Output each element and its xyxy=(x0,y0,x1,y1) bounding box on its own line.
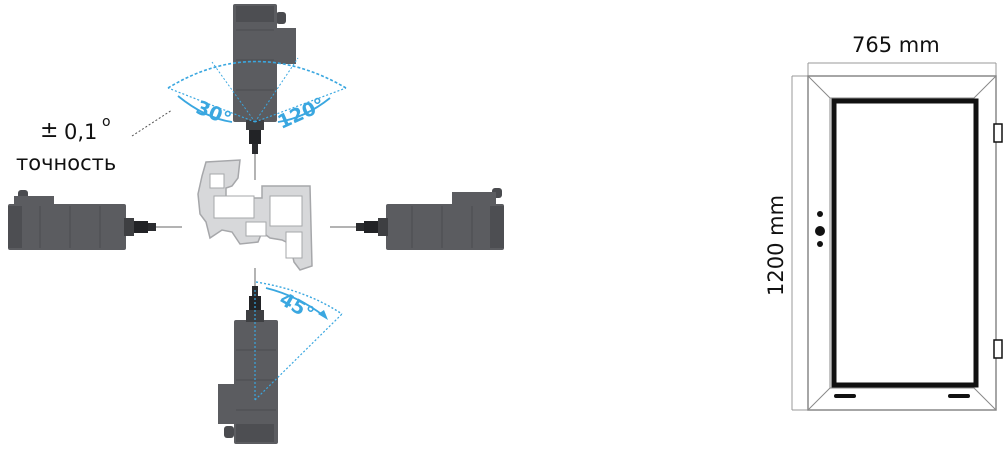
right-spindle-motor xyxy=(330,188,504,250)
bottom-spindle-motor xyxy=(218,268,278,444)
accuracy-value: 0,1 xyxy=(64,120,97,144)
width-dimension-label: 765 mm xyxy=(852,33,940,57)
height-dimension-label: 1200 mm xyxy=(764,195,788,296)
angle-30-label: 30° xyxy=(193,97,235,131)
window-elevation xyxy=(791,62,1003,411)
accuracy-degree: o xyxy=(102,114,111,130)
accuracy-caption: точность xyxy=(16,151,116,175)
handle-dot-bottom xyxy=(817,241,823,247)
handle-knob xyxy=(815,226,825,236)
left-spindle-motor xyxy=(8,190,182,250)
hinge-top-icon xyxy=(993,123,1003,143)
hinge-bottom-icon xyxy=(993,339,1003,359)
angle-120-label: 120° xyxy=(274,94,328,134)
plus-minus-sign: ± xyxy=(40,118,58,143)
top-angle-arc xyxy=(167,57,347,123)
bottom-angle-arc xyxy=(254,281,343,401)
handle-dot-top xyxy=(817,211,823,217)
window-profile-section xyxy=(197,159,313,271)
accuracy-label: ± 0,1 o точность xyxy=(16,109,173,175)
drain-slot-left xyxy=(834,394,856,398)
drain-slot-right xyxy=(948,394,970,398)
top-spindle-motor xyxy=(233,4,296,180)
